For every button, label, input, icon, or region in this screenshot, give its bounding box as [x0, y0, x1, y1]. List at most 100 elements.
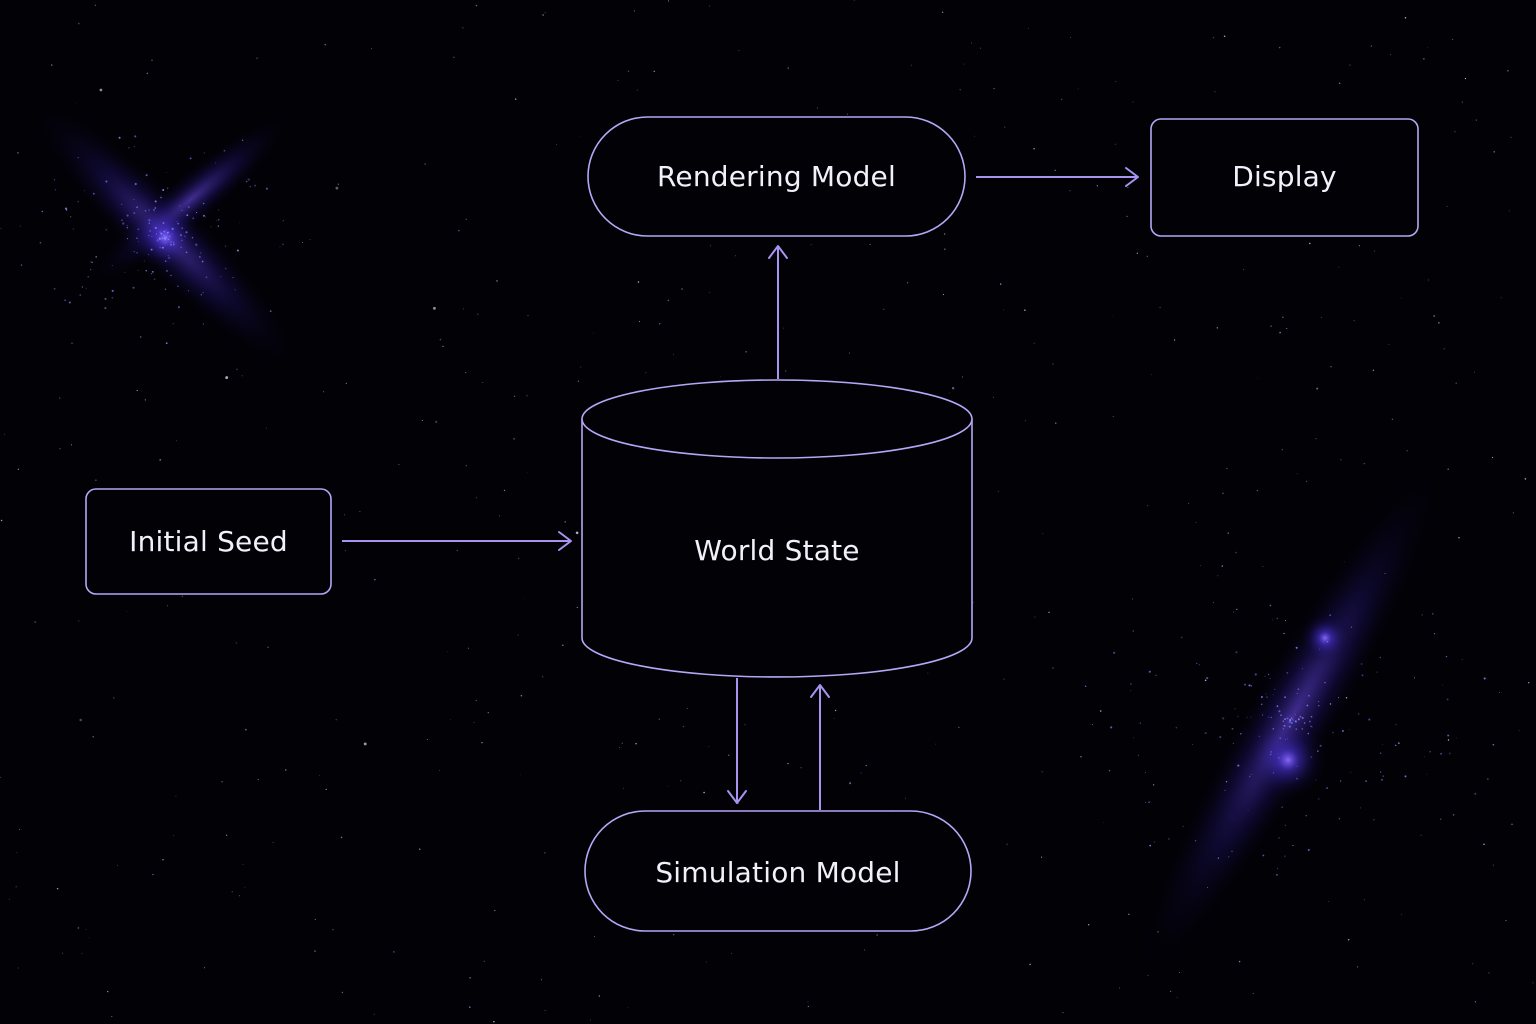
star	[1278, 46, 1281, 49]
star	[1432, 613, 1434, 615]
star	[564, 521, 566, 523]
star	[1301, 728, 1303, 730]
star	[1474, 1001, 1477, 1003]
star	[463, 308, 465, 310]
star	[398, 463, 400, 465]
star	[325, 788, 327, 791]
star	[1270, 325, 1272, 327]
star	[1151, 373, 1153, 375]
star	[787, 763, 789, 765]
star	[1080, 756, 1082, 758]
star	[1448, 752, 1451, 755]
star	[1296, 692, 1298, 694]
star	[1424, 755, 1426, 757]
star	[148, 234, 150, 237]
star	[85, 929, 87, 930]
star	[1302, 717, 1304, 719]
star	[1235, 551, 1237, 554]
star	[1206, 677, 1209, 680]
star	[1276, 753, 1278, 755]
star	[200, 293, 203, 296]
star	[181, 595, 183, 597]
star	[1483, 843, 1485, 846]
star	[1445, 655, 1448, 658]
star	[541, 675, 544, 678]
star	[1034, 616, 1036, 618]
star	[483, 960, 485, 962]
star	[1132, 101, 1134, 103]
star	[1338, 697, 1340, 699]
star	[166, 187, 169, 189]
star	[166, 605, 169, 607]
star	[1288, 725, 1291, 728]
star	[156, 240, 158, 242]
star	[542, 14, 544, 16]
star	[152, 873, 154, 876]
star	[204, 967, 206, 969]
star	[1438, 322, 1440, 324]
star	[1260, 695, 1263, 699]
star	[340, 836, 343, 839]
star	[627, 1007, 629, 1009]
star	[594, 936, 596, 937]
star	[56, 887, 59, 890]
star	[1227, 855, 1230, 858]
star	[177, 222, 180, 225]
star	[1433, 315, 1435, 317]
star	[637, 281, 640, 283]
star	[1461, 658, 1463, 660]
star	[475, 4, 478, 7]
star	[179, 234, 182, 237]
star	[1159, 306, 1161, 309]
star	[1400, 297, 1402, 299]
star	[1464, 77, 1467, 80]
star	[1028, 27, 1029, 29]
star	[1268, 716, 1270, 718]
star	[124, 271, 126, 273]
star	[469, 977, 471, 979]
star	[1130, 690, 1132, 692]
star	[1283, 632, 1285, 635]
star	[1054, 169, 1056, 171]
star	[1330, 366, 1332, 368]
star	[1070, 36, 1072, 38]
star	[744, 724, 746, 726]
star	[1212, 36, 1215, 39]
star	[235, 642, 237, 644]
star	[309, 239, 311, 241]
star	[784, 370, 787, 372]
star	[1242, 268, 1244, 270]
star	[186, 214, 189, 217]
star	[165, 342, 168, 344]
star	[1297, 718, 1300, 721]
star	[513, 438, 515, 440]
star	[910, 64, 912, 66]
star	[104, 297, 107, 300]
star	[238, 895, 241, 897]
star	[1188, 502, 1190, 504]
star	[1236, 608, 1238, 611]
star	[191, 236, 194, 239]
star	[16, 852, 18, 854]
star	[1287, 738, 1288, 740]
star	[439, 338, 442, 341]
star	[1505, 920, 1507, 921]
star	[1139, 722, 1141, 724]
star	[77, 156, 79, 159]
star	[680, 780, 682, 782]
star	[1315, 779, 1317, 781]
star	[1345, 696, 1348, 699]
star	[1252, 992, 1254, 994]
star	[53, 179, 56, 181]
star	[1155, 674, 1157, 676]
star	[1447, 734, 1450, 737]
star	[1292, 718, 1294, 721]
star	[204, 216, 206, 218]
star	[1284, 824, 1286, 826]
star	[1307, 694, 1310, 697]
star	[0, 227, 2, 229]
star	[1284, 718, 1286, 721]
star	[133, 199, 135, 201]
star	[88, 937, 90, 939]
star	[187, 205, 190, 209]
